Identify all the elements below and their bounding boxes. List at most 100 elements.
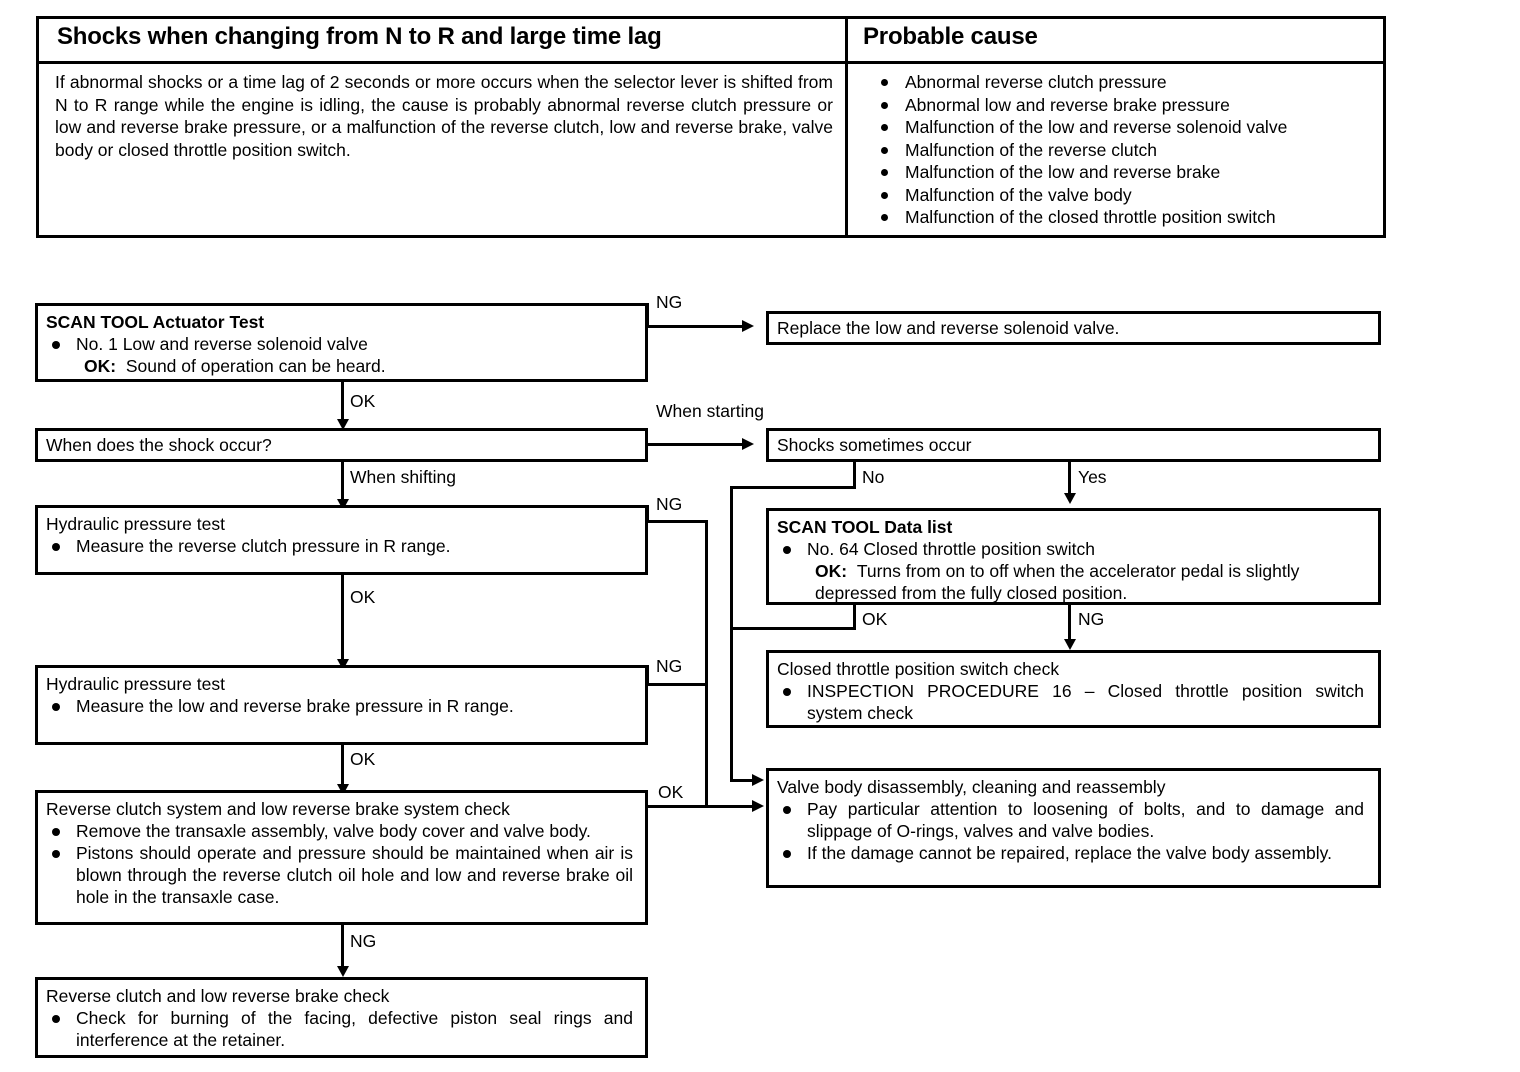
- item-text: INSPECTION PROCEDURE 16 – Closed throttl…: [807, 681, 1364, 723]
- ok-label: OK:: [84, 356, 117, 376]
- shock-question-box: When does the shock occur?: [35, 428, 648, 462]
- bullet-icon: [52, 850, 60, 858]
- arrow-right-icon: [752, 800, 764, 812]
- arrow-right-icon: [742, 320, 754, 332]
- item-text: Measure the low and reverse brake pressu…: [76, 696, 514, 716]
- box-title: Valve body disassembly, cleaning and rea…: [777, 777, 1166, 797]
- box-title: Closed throttle position switch check: [777, 659, 1060, 679]
- cause-text: Malfunction of the low and reverse brake: [905, 162, 1221, 182]
- box-title: When does the shock occur?: [46, 435, 272, 455]
- cause-text: Malfunction of the low and reverse solen…: [905, 117, 1288, 137]
- connector-vertical: [341, 462, 344, 505]
- connector-horizontal: [646, 443, 749, 446]
- connector-vertical: [705, 520, 708, 805]
- edge-label-ok: OK: [658, 782, 684, 802]
- probable-cause-list: Abnormal reverse clutch pressure Abnorma…: [861, 71, 1381, 229]
- edge-label-ng: NG: [350, 931, 377, 951]
- edge-label-ok: OK: [350, 391, 376, 411]
- connector-vertical: [1068, 462, 1071, 499]
- ok-label: OK:: [815, 561, 848, 581]
- box-title: Replace the low and reverse solenoid val…: [777, 318, 1120, 338]
- list-item: No. 64 Closed throttle position switch: [777, 538, 1370, 560]
- list-item: Abnormal reverse clutch pressure: [861, 71, 1381, 94]
- bullet-icon: [52, 341, 60, 349]
- arrow-down-icon: [1064, 639, 1076, 650]
- item-text: Pistons should operate and pressure shou…: [76, 843, 633, 907]
- item-text: Pay particular attention to loosening of…: [807, 799, 1364, 841]
- connector-vertical: [341, 925, 344, 972]
- item-text: No. 1 Low and reverse solenoid valve: [76, 334, 368, 354]
- list-item: Malfunction of the valve body: [861, 184, 1381, 207]
- ok-text: Turns from on to off when the accelerato…: [815, 561, 1300, 603]
- arrow-down-icon: [337, 659, 349, 670]
- reverse-clutch-brake-check-box: Reverse clutch and low reverse brake che…: [35, 977, 648, 1058]
- list-item: Check for burning of the facing, defecti…: [46, 1007, 637, 1051]
- ok-text: Sound of operation can be heard.: [125, 356, 386, 376]
- edge-label-ok: OK: [350, 587, 376, 607]
- box-title: Hydraulic pressure test: [46, 514, 225, 534]
- list-item: Abnormal low and reverse brake pressure: [861, 94, 1381, 117]
- box-title: Reverse clutch system and low reverse br…: [46, 799, 510, 819]
- connector-horizontal: [646, 805, 758, 808]
- bullet-icon: [52, 543, 60, 551]
- connector-vertical: [341, 382, 344, 425]
- bullet-icon: [52, 703, 60, 711]
- list-item: Malfunction of the low and reverse brake: [861, 161, 1381, 184]
- list-item: Pistons should operate and pressure shou…: [46, 842, 637, 908]
- bullet-icon: [881, 191, 888, 199]
- cause-text: Abnormal reverse clutch pressure: [905, 72, 1167, 92]
- connector-vertical: [341, 575, 344, 665]
- list-item: INSPECTION PROCEDURE 16 – Closed throttl…: [777, 680, 1370, 724]
- cause-text: Malfunction of the closed throttle posit…: [905, 207, 1276, 227]
- bullet-icon: [783, 546, 791, 554]
- item-text: Check for burning of the facing, defecti…: [76, 1008, 633, 1050]
- box-title: Hydraulic pressure test: [46, 674, 225, 694]
- arrow-down-icon: [337, 784, 349, 795]
- list-item: Malfunction of the reverse clutch: [861, 139, 1381, 162]
- connector-vertical: [1068, 605, 1071, 645]
- connector-vertical: [646, 665, 649, 685]
- item-text: If the damage cannot be repaired, replac…: [807, 843, 1332, 863]
- edge-label-when-shifting: When shifting: [350, 467, 457, 487]
- symptom-description: If abnormal shocks or a time lag of 2 se…: [55, 72, 833, 160]
- ok-condition: OK: Turns from on to off when the accele…: [777, 560, 1370, 604]
- cause-text: Malfunction of the valve body: [905, 184, 1132, 205]
- list-item: Pay particular attention to loosening of…: [777, 798, 1370, 842]
- list-item: Remove the transaxle assembly, valve bod…: [46, 820, 637, 842]
- shocks-sometimes-occur-box: Shocks sometimes occur: [766, 428, 1381, 462]
- connector-vertical: [730, 486, 733, 780]
- edge-label-ng: NG: [656, 494, 683, 514]
- bullet-icon: [881, 214, 888, 221]
- hydraulic-pressure-test-1-box: Hydraulic pressure test Measure the reve…: [35, 505, 648, 575]
- bullet-icon: [783, 688, 791, 696]
- arrow-down-icon: [337, 499, 349, 510]
- symptom-header: Shocks when changing from N to R and lar…: [57, 23, 662, 50]
- list-item: Malfunction of the closed throttle posit…: [861, 206, 1381, 229]
- connector-horizontal: [730, 486, 856, 489]
- arrow-right-icon: [752, 774, 764, 786]
- box-title: SCAN TOOL Data list: [777, 517, 953, 537]
- valve-body-disassembly-box: Valve body disassembly, cleaning and rea…: [766, 768, 1381, 888]
- connector-horizontal: [646, 683, 708, 686]
- connector-horizontal: [730, 627, 856, 630]
- connector-horizontal: [730, 779, 758, 782]
- box-title: Reverse clutch and low reverse brake che…: [46, 986, 390, 1006]
- box-title: SCAN TOOL Actuator Test: [46, 312, 265, 332]
- arrow-down-icon: [337, 966, 349, 977]
- table-header-divider: [39, 61, 1383, 64]
- edge-label-ok: OK: [862, 609, 888, 629]
- box-title: Shocks sometimes occur: [777, 435, 972, 455]
- connector-vertical: [341, 745, 344, 790]
- edge-label-ng: NG: [656, 656, 683, 676]
- list-item: If the damage cannot be repaired, replac…: [777, 842, 1370, 864]
- item-text: No. 64 Closed throttle position switch: [807, 539, 1095, 559]
- cause-text: Malfunction of the reverse clutch: [905, 139, 1157, 160]
- arrow-down-icon: [1064, 493, 1076, 504]
- edge-label-ok: OK: [350, 749, 376, 769]
- cause-text: Abnormal low and reverse brake pressure: [905, 94, 1230, 115]
- symptom-cause-table: Shocks when changing from N to R and lar…: [36, 16, 1386, 238]
- bullet-icon: [52, 1015, 60, 1023]
- connector-vertical: [646, 505, 649, 522]
- edge-label-ng: NG: [656, 292, 683, 312]
- edge-label-yes: Yes: [1078, 467, 1107, 487]
